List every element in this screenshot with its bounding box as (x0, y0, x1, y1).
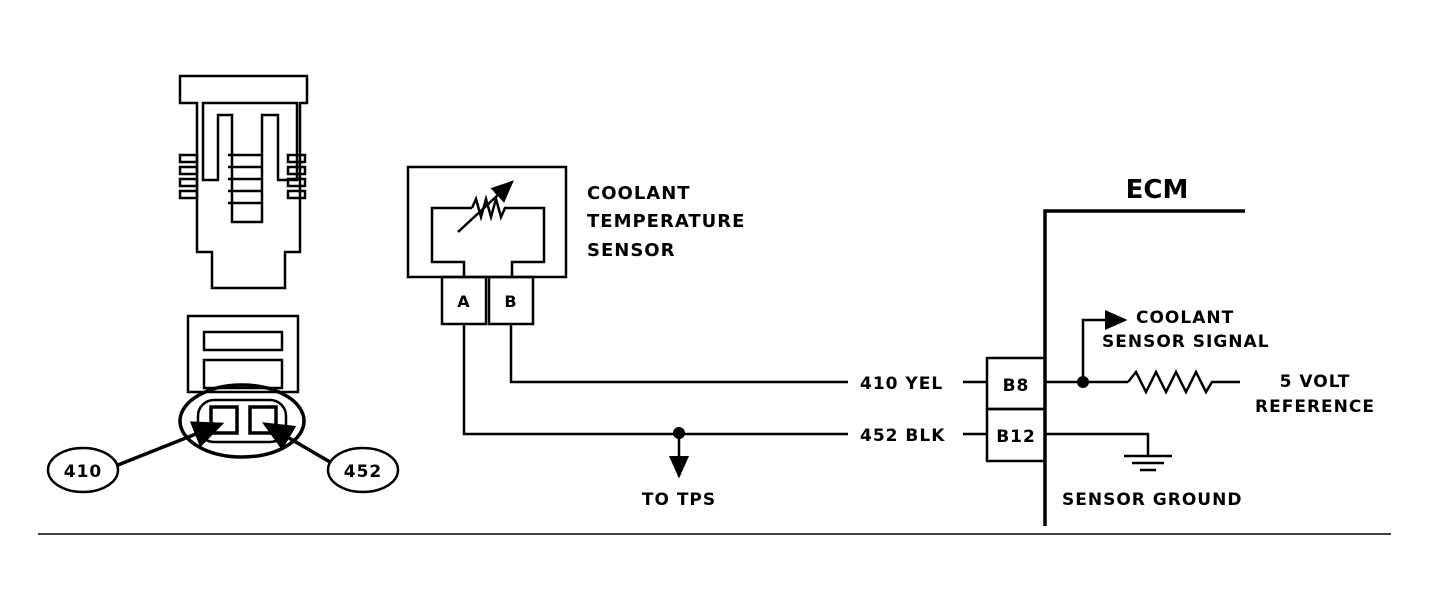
terminal-410 (209, 405, 239, 435)
callout-452-label: 452 (344, 462, 383, 482)
receptacle-slot (202, 330, 284, 352)
receptacle-oval-inner (196, 398, 288, 444)
callout-410-label: 410 (64, 462, 103, 482)
callout-410-bubble (46, 446, 120, 494)
ecm: ECM B8 B12 COOLANT SENSOR SIGNAL 5 VOLT … (985, 175, 1375, 526)
wires: 410 YEL 452 BLK TO TPS (462, 324, 987, 510)
wire-452-blk-label: 452 BLK (860, 426, 945, 446)
coolant-signal-line2: SENSOR SIGNAL (1102, 332, 1270, 352)
coolant-signal-line1: COOLANT (1136, 308, 1234, 328)
callout-leader-452 (261, 422, 331, 464)
plug-fins-left (178, 153, 199, 200)
ground-wire (1045, 432, 1150, 455)
callout-452-bubble (326, 446, 400, 494)
ecm-boundary (1043, 209, 1245, 526)
connector-illustration: 410 452 (46, 74, 400, 494)
ref-line2: REFERENCE (1255, 397, 1375, 417)
ecm-pin-b12-label: B12 (996, 427, 1036, 447)
receptacle-window (202, 358, 284, 390)
receptacle-oval-outer (178, 383, 306, 459)
sensor-title-line2: TEMPERATURE (587, 211, 745, 232)
pullup-resistor (1127, 369, 1240, 395)
sensor-ground-label: SENSOR GROUND (1062, 490, 1242, 510)
sensor-title-line3: SENSOR (587, 240, 675, 261)
plug-outer-body (178, 74, 309, 290)
plug-fins-center (228, 153, 262, 205)
ecm-pin-b8-label: B8 (1003, 376, 1030, 396)
callout-leader-410 (117, 421, 225, 467)
wire-410-yel (509, 324, 848, 384)
sensor-pin-a-label: A (457, 292, 470, 311)
wire-410-yel-label: 410 YEL (860, 374, 943, 394)
coolant-signal-arrow (1081, 310, 1128, 382)
ecm-title: ECM (1126, 175, 1189, 205)
coolant-sensor: A B COOLANT TEMPERATURE SENSOR (406, 165, 745, 326)
thermistor-variable-arrow (457, 180, 514, 233)
to-tps-label: TO TPS (642, 490, 716, 510)
sensor-pin-b-label: B (504, 292, 517, 311)
ref-line1: 5 VOLT (1280, 372, 1351, 392)
sensor-title-line1: COOLANT (587, 183, 691, 204)
wire-452-blk (462, 324, 848, 436)
plug-fins-right (286, 153, 307, 200)
thermistor-symbol (470, 194, 508, 222)
receptacle-body (186, 314, 300, 394)
sensor-inner-circuit (430, 206, 546, 277)
